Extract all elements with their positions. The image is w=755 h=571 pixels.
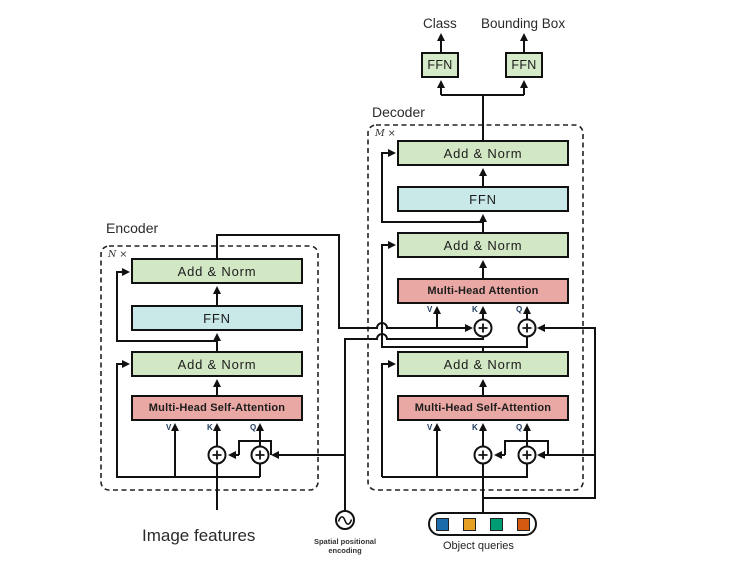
encoder-self-attention-block: Multi-Head Self-Attention bbox=[131, 395, 303, 421]
decoder-self-k-label: K bbox=[472, 423, 478, 432]
positional-encoding-icon bbox=[335, 510, 355, 530]
encoder-v-label: V bbox=[166, 423, 172, 432]
bbox-ffn-block: FFN bbox=[505, 52, 543, 78]
decoder-ffn-block: FFN bbox=[397, 186, 569, 212]
decoder-title: Decoder bbox=[372, 104, 425, 120]
encoder-q-label: Q bbox=[250, 423, 257, 432]
encoder-add-norm-top-block: Add & Norm bbox=[131, 258, 303, 284]
spatial-encoding-label-line2: encoding bbox=[328, 546, 362, 555]
spatial-encoding-label-line1: Spatial positional bbox=[313, 537, 377, 546]
decoder-dashed-border bbox=[367, 124, 584, 491]
query-color-swatch bbox=[462, 517, 476, 531]
class-ffn-block: FFN bbox=[421, 52, 459, 78]
decoder-add-norm-mid-block: Add & Norm bbox=[397, 232, 569, 258]
object-queries-label: Object queries bbox=[443, 540, 514, 552]
decoder-cross-v-label: V bbox=[427, 305, 433, 314]
flow-arrows bbox=[116, 33, 596, 512]
decoder-cross-k-label: K bbox=[472, 305, 478, 314]
class-output-label: Class bbox=[423, 16, 457, 31]
encoder-repeat-label: N × bbox=[108, 249, 128, 260]
spatial-encoding-label: Spatial positional encoding bbox=[301, 537, 389, 555]
bounding-box-output-label: Bounding Box bbox=[481, 16, 566, 31]
decoder-self-v-label: V bbox=[427, 423, 433, 432]
add-icon bbox=[207, 318, 537, 465]
decoder-add-norm-bottom-block: Add & Norm bbox=[397, 351, 569, 377]
decoder-self-attention-block: Multi-Head Self-Attention bbox=[397, 395, 569, 421]
decoder-repeat-label: M × bbox=[375, 128, 396, 139]
decoder-add-norm-top-block: Add & Norm bbox=[397, 140, 569, 166]
decoder-cross-q-label: Q bbox=[516, 305, 523, 314]
query-color-swatch bbox=[489, 517, 503, 531]
query-color-swatch bbox=[435, 517, 449, 531]
encoder-add-norm-bottom-block: Add & Norm bbox=[131, 351, 303, 377]
encoder-k-label: K bbox=[207, 423, 213, 432]
image-features-label: Image features bbox=[142, 526, 256, 545]
query-color-swatch bbox=[516, 517, 530, 531]
decoder-self-q-label: Q bbox=[516, 423, 523, 432]
object-queries-box bbox=[428, 512, 537, 536]
encoder-ffn-block: FFN bbox=[131, 305, 303, 331]
decoder-multi-head-attention-block: Multi-Head Attention bbox=[397, 278, 569, 304]
encoder-dashed-border bbox=[100, 245, 319, 491]
encoder-title: Encoder bbox=[106, 220, 159, 236]
